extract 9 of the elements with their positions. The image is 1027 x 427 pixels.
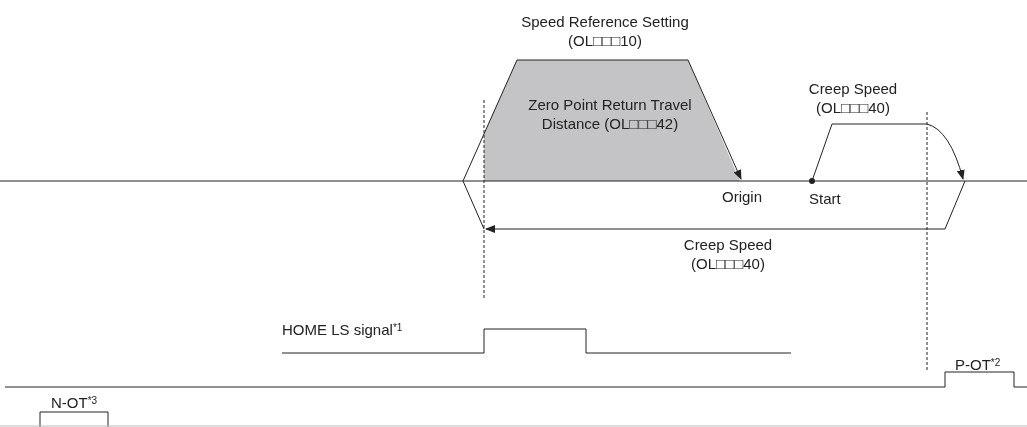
speed-label: Creep Speed (OL□□□40) <box>682 235 774 273</box>
speed-label: Speed Reference Setting (OL□□□10) <box>520 12 690 50</box>
signal-label: HOME LS signal$^{*1}$ <box>282 320 403 339</box>
signal-label: N-OT$^{*3}$ <box>51 393 98 412</box>
point-label: Origin <box>722 187 762 206</box>
speed-label: Creep Speed (OL□□□40) <box>807 79 899 117</box>
signal-label: P-OT$^{*2}$ <box>955 355 1001 374</box>
point-label: Start <box>809 189 841 208</box>
distance-label: Zero Point Return Travel Distance (OL□□□42) <box>527 95 693 133</box>
